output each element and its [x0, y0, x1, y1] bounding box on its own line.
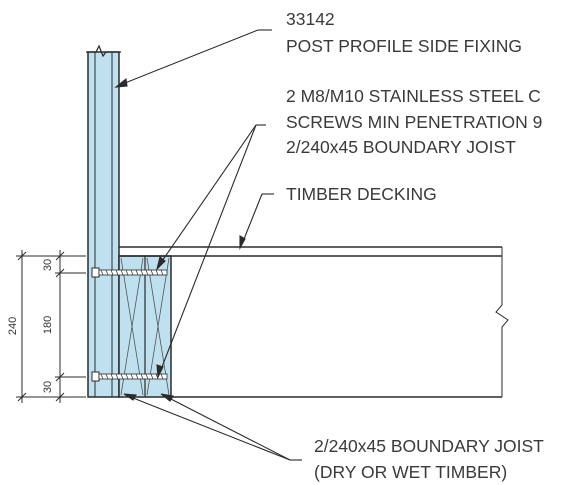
leader-lines — [114, 29, 302, 461]
joist-line-2: (DRY OR WET TIMBER) — [314, 462, 507, 482]
dim-overall: 240 — [7, 317, 19, 335]
joist-line-1: 2/240x45 BOUNDARY JOIST — [314, 436, 544, 456]
decking-label: TIMBER DECKING — [286, 184, 437, 204]
screws-line-3: 2/240x45 BOUNDARY JOIST — [286, 137, 516, 157]
dim-top: 30 — [42, 259, 54, 271]
screw-top — [91, 267, 168, 278]
boundary-joist — [118, 255, 172, 398]
profile-description: POST PROFILE SIDE FIXING — [286, 36, 522, 56]
dim-middle: 180 — [42, 316, 54, 334]
timber-decking — [119, 246, 503, 257]
screw-bottom — [91, 371, 168, 382]
post-profile — [86, 44, 121, 398]
profile-code: 33142 — [286, 9, 335, 29]
screws-line-1: 2 M8/M10 STAINLESS STEEL C — [286, 86, 541, 106]
screws-line-2: SCREWS MIN PENETRATION 9 — [286, 112, 542, 132]
dimension-lines — [16, 250, 86, 403]
dim-bottom: 30 — [42, 381, 54, 393]
deck-joist — [171, 256, 509, 398]
